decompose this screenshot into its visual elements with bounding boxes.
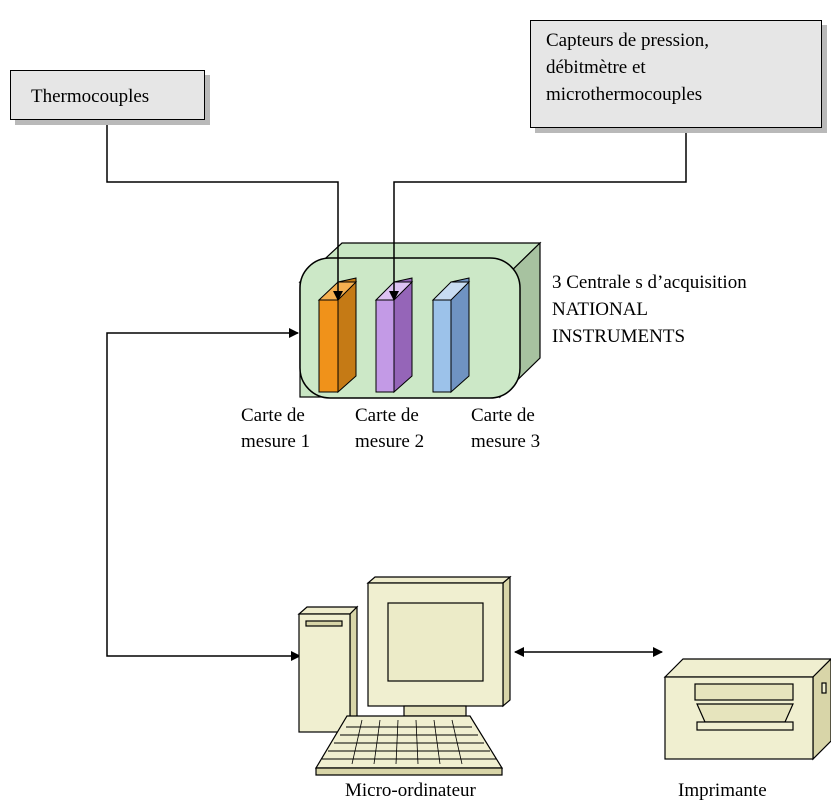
thermocouples-connector bbox=[106, 120, 343, 301]
printer-icon bbox=[663, 658, 831, 761]
computer-label: Micro-ordinateur bbox=[345, 780, 476, 801]
pressure-label-line-1: Capteurs de pression, bbox=[546, 30, 710, 51]
computer-tower-icon bbox=[297, 605, 359, 734]
card-2-label-line-1: Carte de bbox=[355, 405, 419, 426]
measurement-card-1 bbox=[317, 277, 358, 394]
card-2-label: Carte de mesure 2 bbox=[355, 403, 424, 455]
printer-label: Imprimante bbox=[678, 780, 767, 801]
monitor-icon bbox=[366, 575, 512, 717]
acquisition-label: 3 Centrale s d’acquisition NATIONAL INST… bbox=[552, 269, 747, 350]
acquisition-label-line-1: 3 Centrale s d’acquisition bbox=[552, 272, 747, 293]
card-3-label: Carte de mesure 3 bbox=[471, 403, 540, 455]
pressure-label-line-3: microthermocouples bbox=[546, 84, 703, 105]
keyboard-icon bbox=[314, 715, 504, 776]
card-3-label-line-2: mesure 3 bbox=[471, 431, 541, 452]
card-1-label: Carte de mesure 1 bbox=[241, 403, 310, 455]
card-1-label-line-2: mesure 1 bbox=[241, 431, 311, 452]
acquisition-label-line-2: NATIONAL bbox=[552, 299, 649, 320]
thermocouples-box: Thermocouples bbox=[10, 70, 205, 120]
card-2-label-line-2: mesure 2 bbox=[355, 431, 425, 452]
card-3-label-line-1: Carte de bbox=[471, 405, 535, 426]
thermocouples-label: Thermocouples bbox=[31, 86, 150, 107]
card-1-label-line-1: Carte de bbox=[241, 405, 305, 426]
acquisition-label-line-3: INSTRUMENTS bbox=[552, 326, 686, 347]
pressure-sensors-box: Capteurs de pression, débitmètre et micr… bbox=[530, 20, 822, 128]
pressure-label-line-2: débitmètre et bbox=[546, 57, 646, 78]
measurement-card-3 bbox=[431, 277, 471, 394]
computer-acquisition-connector bbox=[106, 328, 301, 661]
pressure-connector bbox=[389, 128, 687, 301]
